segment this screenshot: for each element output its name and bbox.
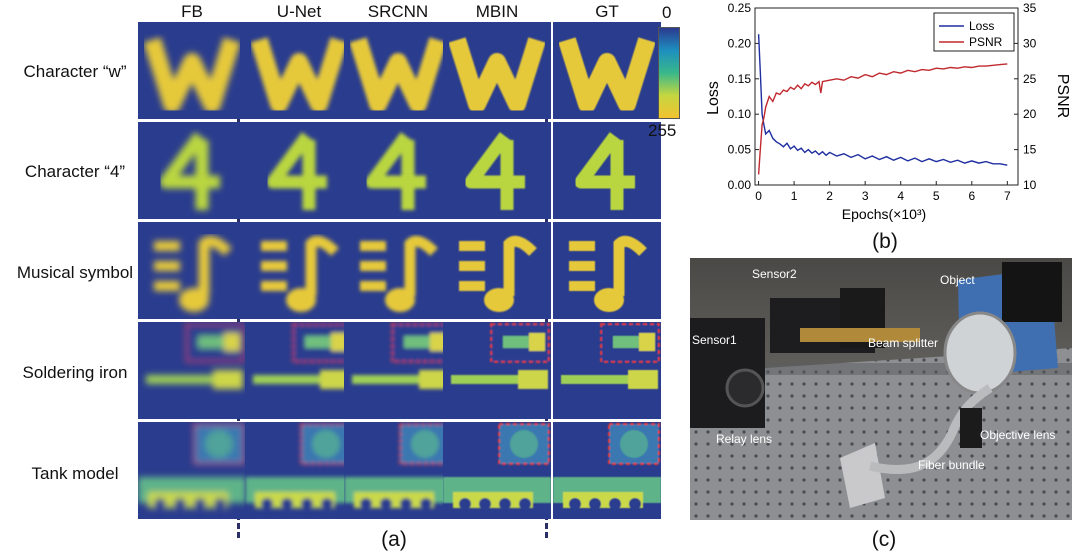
row-label-soldering-iron: Soldering iron (22, 363, 128, 382)
column-header-fb: FB (181, 2, 203, 21)
plot-frame (754, 7, 1019, 186)
colorbar (658, 27, 680, 119)
x-axis-label: Epochs(×10³) (842, 206, 926, 222)
label-object: Object (940, 273, 975, 287)
x-tick-label: 2 (826, 189, 833, 203)
label-fiber-bundle: Fiber bundle (918, 458, 985, 472)
column-header-mbin: MBIN (475, 2, 519, 21)
image-tile-tank-gt (553, 422, 661, 519)
legend-label-loss: Loss (969, 19, 994, 33)
row-label-musical-symbol: Musical symbol (16, 263, 134, 282)
column-header-srcnn: SRCNN (367, 2, 429, 21)
legend-box (933, 12, 1015, 52)
image-tile-w-fb (138, 22, 246, 119)
image-tile-iron-mbin (443, 322, 551, 419)
image-tile-tank-srcnn (344, 422, 452, 519)
colorbar-min-label: 0 (662, 3, 672, 22)
x-tick-label: 4 (897, 189, 904, 203)
x-tick-label: 7 (1004, 189, 1011, 203)
y-tick-label: 0.20 (728, 36, 752, 50)
y2-tick-label: 25 (1023, 72, 1037, 86)
column-header-gt: GT (595, 2, 619, 21)
label-sensor1: Sensor1 (692, 333, 737, 347)
series-line-psnr (757, 63, 1008, 175)
y2-tick-label: 20 (1023, 107, 1037, 121)
experimental-setup-photo: Sensor2 Object Sensor1 Beam splitter Obj… (690, 258, 1072, 520)
loss-psnr-chart: 0 1 2 3 4 5 6 7 0.00 0.05 0.10 0.15 0.20 0.25 10 15 20 25… (705, 1, 1071, 222)
image-tile-music-unet (245, 222, 353, 319)
image-tile-tank-mbin (443, 422, 551, 519)
y-tick-label: 0.00 (728, 178, 752, 192)
image-tile-tank-unet (245, 422, 353, 519)
x-tick-label: 3 (862, 189, 869, 203)
image-tile-iron-srcnn (344, 322, 452, 419)
image-tile-4-srcnn (344, 122, 452, 219)
image-tile-w-unet (245, 22, 353, 119)
setup-illustration (690, 258, 1072, 520)
y2-tick-label: 30 (1023, 36, 1037, 50)
label-beam-splitter: Beam splitter (868, 336, 939, 350)
y-tick-label: 0.10 (728, 107, 752, 121)
y-tick-label: 0.25 (728, 1, 752, 15)
y2-tick-label: 10 (1023, 178, 1037, 192)
colorbar-max-label: 255 (648, 121, 677, 140)
image-tile-4-unet (245, 122, 353, 219)
image-tile-tank-fb (138, 422, 246, 519)
panel-c-label: (c) (871, 528, 897, 551)
image-tile-4-mbin (443, 122, 551, 219)
image-tile-w-mbin (443, 22, 551, 119)
series-line-loss (757, 34, 1008, 166)
image-tile-iron-fb (138, 322, 246, 419)
column-header-unet: U-Net (276, 2, 322, 21)
image-tile-iron-unet (245, 322, 353, 419)
y-axis-label-loss: Loss (705, 81, 722, 115)
row-label-tank-model: Tank model (31, 464, 119, 483)
y2-axis-label-psnr: PSNR (1054, 74, 1071, 118)
y2-tick-label: 15 (1023, 143, 1037, 157)
y-tick-label: 0.05 (728, 143, 752, 157)
image-tile-music-fb (138, 222, 246, 319)
row-label-character-w: Character “w” (23, 62, 127, 81)
image-tile-4-gt (553, 122, 661, 219)
image-tile-music-mbin (443, 222, 551, 319)
label-objective-lens: Objective lens (980, 428, 1056, 442)
image-tile-w-gt (553, 22, 661, 119)
panel-b-label: (b) (872, 230, 898, 253)
legend-label-psnr: PSNR (969, 35, 1003, 49)
x-tick-label: 1 (791, 189, 798, 203)
image-tile-iron-gt (553, 322, 661, 419)
y2-tick-label: 35 (1023, 1, 1037, 15)
label-sensor2: Sensor2 (752, 267, 797, 281)
label-relay-lens: Relay lens (716, 432, 773, 446)
row-label-character-4: Character “4” (24, 162, 126, 181)
x-tick-label: 0 (755, 189, 762, 203)
panel-a-label: (a) (381, 528, 407, 551)
image-tile-music-gt (553, 222, 661, 319)
x-tick-label: 5 (933, 189, 940, 203)
image-tile-4-fb (138, 122, 246, 219)
y-tick-label: 0.15 (728, 72, 752, 86)
x-tick-label: 6 (968, 189, 975, 203)
image-tile-music-srcnn (344, 222, 452, 319)
image-tile-w-srcnn (344, 22, 452, 119)
